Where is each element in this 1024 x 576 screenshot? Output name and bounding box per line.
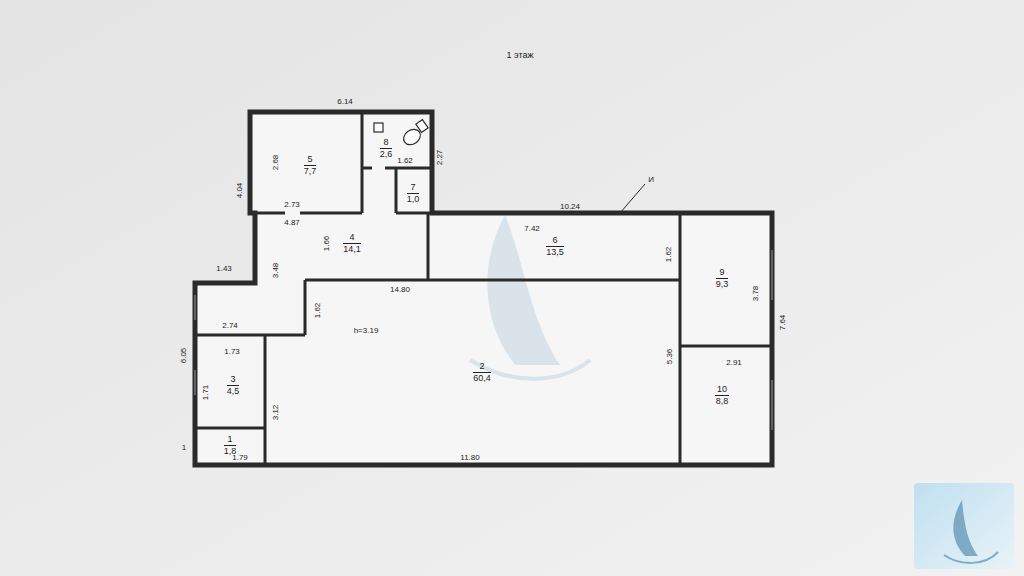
room-area: 2,6 — [380, 149, 393, 159]
room-number: 7 — [407, 182, 420, 193]
dimension: 4.87 — [284, 218, 300, 227]
dimension: 2.27 — [435, 149, 444, 165]
dimension: 1.62 — [313, 302, 322, 318]
dimension: 6.14 — [337, 97, 353, 106]
room-label: 57,7 — [302, 153, 319, 177]
dimension: 1.71 — [201, 384, 210, 400]
room-label: 71,0 — [405, 181, 422, 205]
room-label: 260,4 — [471, 360, 493, 384]
dimension: 5.36 — [665, 348, 674, 364]
leader-line — [620, 184, 645, 213]
room-number: 9 — [716, 267, 729, 278]
outer-wall — [195, 112, 772, 465]
room-number: 6 — [546, 235, 564, 246]
room-number: 1 — [224, 434, 237, 445]
room-number: 8 — [380, 137, 393, 148]
dimension: 3.12 — [271, 404, 280, 420]
room-number: 10 — [715, 384, 729, 395]
dimension: 10.24 — [560, 202, 580, 211]
dimension: 7.42 — [524, 224, 540, 233]
dimension: 1.66 — [322, 235, 331, 251]
dimension: 4.04 — [235, 182, 244, 198]
dimension: 14.80 — [390, 285, 410, 294]
watermark — [470, 215, 590, 379]
room-area: 8,8 — [715, 396, 729, 406]
dimension: 1.62 — [664, 246, 673, 262]
room-area: 13,5 — [546, 247, 564, 257]
windows — [195, 250, 772, 430]
inner-walls — [195, 112, 772, 465]
dimension: 1.62 — [397, 156, 413, 165]
room-area: 60,4 — [473, 373, 491, 383]
room-number: 2 — [473, 361, 491, 372]
toilet-symbol — [374, 120, 428, 148]
room-area: 1,0 — [407, 194, 420, 204]
room-number: 4 — [343, 232, 361, 243]
room-area: 4,5 — [227, 386, 240, 396]
room-number: 3 — [227, 374, 240, 385]
dimension: 1 — [182, 443, 186, 452]
room-label: 34,5 — [225, 373, 242, 397]
floor-area — [195, 112, 772, 465]
dimension: 3.48 — [271, 262, 280, 278]
room-label: 99,3 — [714, 266, 731, 290]
room-number: 5 — [304, 154, 317, 165]
dimension: 1.79 — [232, 453, 248, 462]
dimension: 6.05 — [179, 347, 188, 363]
room-area: 9,3 — [716, 279, 729, 289]
dimension: 11.80 — [460, 453, 479, 462]
room-area: 14,1 — [343, 244, 361, 254]
dimension: 7.64 — [778, 314, 787, 330]
plan-note: И — [648, 175, 654, 184]
room-label: 613,5 — [544, 234, 566, 258]
room-label: 82,6 — [378, 136, 395, 160]
room-label: 414,1 — [341, 231, 363, 255]
logo — [914, 483, 1014, 569]
dimension: 3.78 — [751, 285, 760, 301]
dimension: 2.68 — [271, 154, 280, 170]
floor-title: 1 этаж — [507, 50, 534, 60]
room-label: 108,8 — [713, 383, 731, 407]
plan-note: h=3.19 — [354, 326, 379, 335]
dimension: 2.91 — [726, 358, 742, 367]
dimension: 2.74 — [222, 321, 238, 330]
dimension: 1.73 — [224, 347, 240, 356]
dimension: 2.73 — [284, 200, 300, 209]
dimension: 1.43 — [216, 264, 232, 273]
room-area: 7,7 — [304, 166, 317, 176]
